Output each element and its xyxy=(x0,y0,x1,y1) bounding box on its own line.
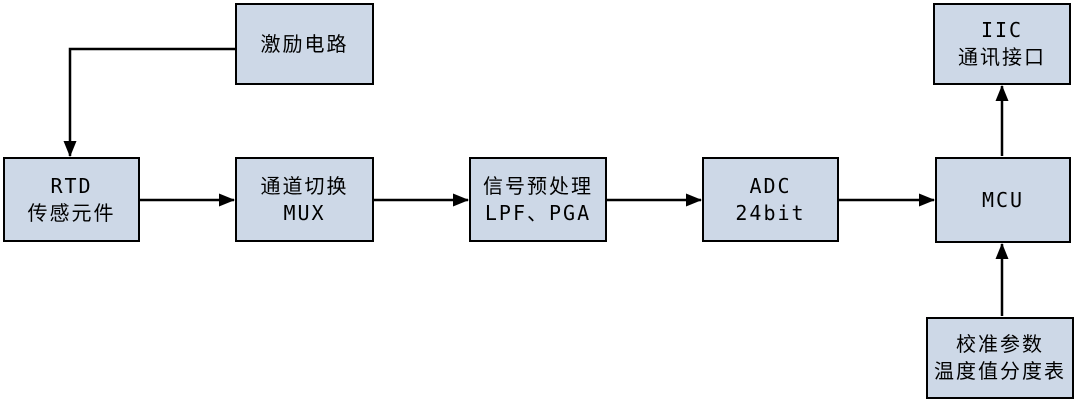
block-label-line1: 信号预处理 xyxy=(483,173,593,198)
block-label-line1: IIC xyxy=(980,18,1024,42)
block-label-line2: 通讯接口 xyxy=(958,45,1046,69)
block-label-line1: MCU xyxy=(981,187,1025,212)
block-signal-preprocessing: 信号预处理 LPF、PGA xyxy=(469,157,607,242)
block-label-line2: 温度值分度表 xyxy=(934,359,1066,383)
block-label-line1: 通道切换 xyxy=(260,173,349,198)
block-label-line2: MUX xyxy=(283,200,326,225)
block-rtd-sensor: RTD 传感元件 xyxy=(3,157,140,242)
block-adc-24bit: ADC 24bit xyxy=(702,157,839,242)
block-label-line2: 24bit xyxy=(735,200,806,225)
block-calibration-table: 校准参数 温度值分度表 xyxy=(926,317,1074,399)
block-label-line1: RTD xyxy=(50,173,93,198)
block-channel-mux: 通道切换 MUX xyxy=(235,157,374,242)
block-label-line2: LPF、PGA xyxy=(484,200,592,225)
connector-excitation-to-rtd xyxy=(63,47,235,157)
block-mcu: MCU xyxy=(935,157,1071,243)
block-label-line1: ADC xyxy=(749,173,792,198)
block-excitation-circuit: 激励电路 xyxy=(235,3,374,85)
block-iic-interface: IIC 通讯接口 xyxy=(933,3,1071,85)
block-label-line2: 传感元件 xyxy=(27,200,116,225)
block-label-line1: 激励电路 xyxy=(260,31,349,56)
block-label-line1: 校准参数 xyxy=(956,332,1044,356)
